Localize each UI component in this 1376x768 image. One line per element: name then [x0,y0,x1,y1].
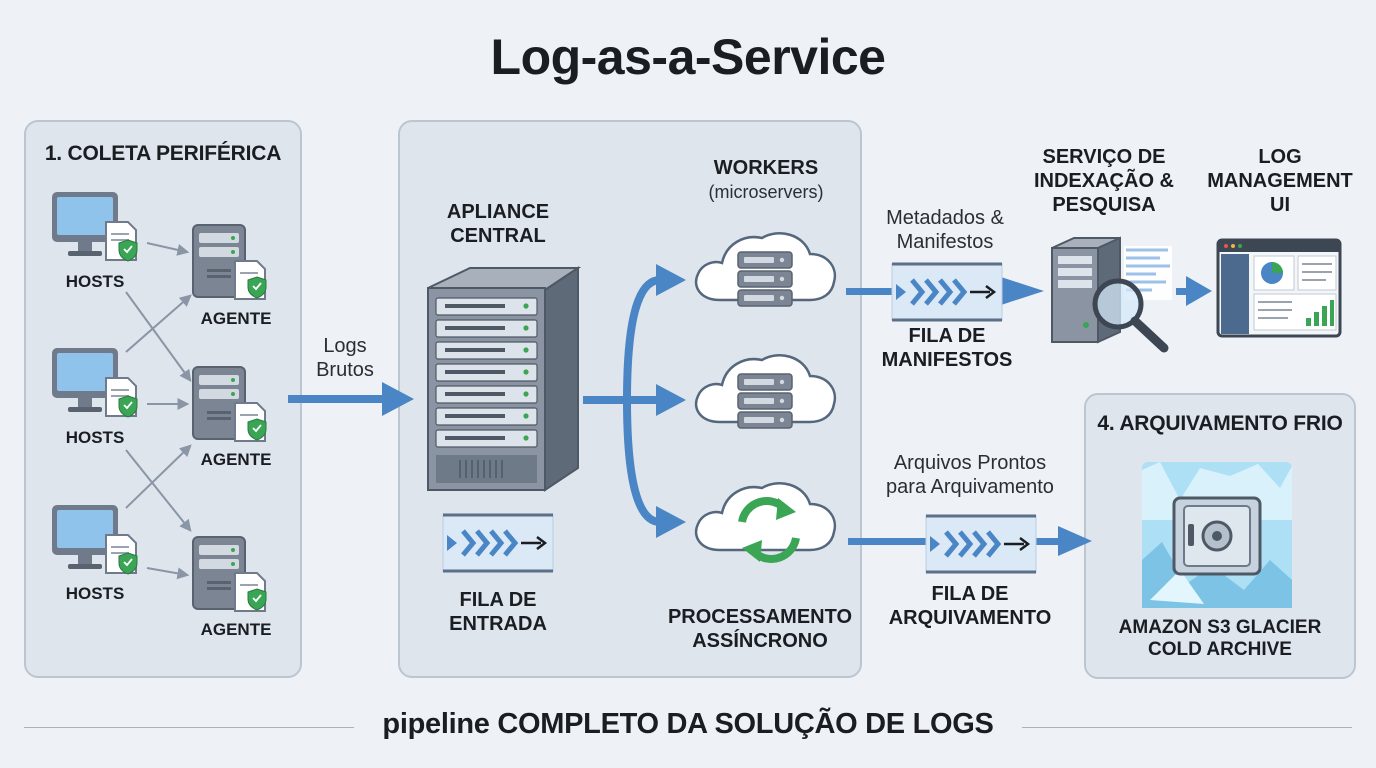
agent-server-icon-2 [192,366,267,442]
manifest-queue-label: FILA DE MANIFESTOS [876,324,1018,372]
indexing-server-icon [1051,236,1172,353]
agent-label-3: AGENTE [200,620,272,639]
manifest-note-line1: Metadados & [886,207,1004,229]
glacier-vault-icon [1142,462,1292,608]
agent-server-icon-1 [192,224,267,300]
manifest-note: Metadados & Manifestos [866,206,1024,254]
central-title: APLIANCE CENTRAL [428,200,568,248]
archive-note: Arquivos Prontos para Arquivamento [870,451,1070,499]
manifest-note-line2: Manifestos [896,231,994,253]
cold-archive-label-line2: COLD ARCHIVE [1148,638,1292,660]
processing-label: PROCESSAMENTO ASSÍNCRONO [660,605,860,653]
manifest-queue-label-line2: MANIFESTOS [881,349,1013,371]
indexing-label: SERVIÇO DE INDEXAÇÃO & PESQUISA [1024,145,1184,217]
worker-cloud-icon-1 [694,231,837,307]
archive-note-line1: Arquivos Prontos [893,452,1047,474]
input-queue-label-line1: FILA DE [459,589,537,611]
central-title-line2: CENTRAL [450,225,546,247]
footer-divider-right [1022,727,1352,728]
archive-note-line2: para Arquivamento [886,476,1054,498]
agent-server-icon-3 [192,536,267,612]
manifest-queue-icon [892,264,1002,320]
archive-queue-icon [926,516,1036,572]
host-monitor-icon-1 [51,191,138,262]
logs-note-line2: Brutos [316,359,374,381]
archive-queue-label: FILA DE ARQUIVAMENTO [880,582,1060,630]
processing-label-line1: PROCESSAMENTO [667,606,853,628]
ui-label-line2: MANAGEMENT [1207,170,1353,192]
logs-arrow-icon [288,382,414,416]
input-queue-icon [443,515,553,571]
archive-arrow-icon [848,526,1092,556]
input-queue-label-line2: ENTRADA [449,613,547,635]
workers-subtitle: (microservers) [708,182,824,202]
ui-label-line3: UI [1270,194,1290,216]
hosts-label-2: HOSTS [65,428,125,447]
hosts-label-1: HOSTS [65,272,125,291]
refresh-cycle-icon [738,497,800,563]
ui-label-line1: LOG [1258,146,1302,168]
indexing-label-line3: PESQUISA [1052,194,1156,216]
cold-archive-title: 4. ARQUIVAMENTO FRIO [1097,412,1343,435]
workers-title: WORKERS [713,157,819,179]
indexing-label-line1: SERVIÇO DE [1042,146,1166,168]
archive-queue-label-line2: ARQUIVAMENTO [888,607,1052,629]
agent-label-1: AGENTE [200,309,272,328]
agent-label-2: AGENTE [200,450,272,469]
indexing-label-line2: INDEXAÇÃO & [1033,170,1174,192]
hosts-label-3: HOSTS [65,584,125,603]
manifest-queue-label-line1: FILA DE [908,325,986,347]
cold-archive-label-line1: AMAZON S3 GLACIER [1118,617,1322,638]
processing-label-line2: ASSÍNCRONO [692,630,828,652]
logs-note-line1: Logs [323,335,367,357]
input-queue-label: FILA DE ENTRADA [438,588,558,636]
management-dashboard-icon [1216,238,1342,338]
central-server-icon [427,266,582,492]
footer-rest: COMPLETO DA SOLUÇÃO DE LOGS [497,708,994,740]
cold-archive-label: AMAZON S3 GLACIER COLD ARCHIVE [1092,617,1348,661]
host-monitor-icon-3 [51,504,138,575]
stage1-title: 1. COLETA PERIFÉRICA [44,142,282,165]
ui-label: LOG MANAGEMENT UI [1200,145,1360,217]
branch-arrows-icon [583,264,686,538]
worker-cloud-icon-2 [694,353,837,429]
diagram-title: Log-as-a-Service [490,29,886,85]
logs-note: Logs Brutos [300,334,390,382]
manifest-arrow-icon [846,276,1044,306]
footer-prefix: pipeline [382,708,490,740]
central-title-line1: APLIANCE [446,201,550,223]
footer-divider-left [24,727,354,728]
worker-cloud-icon-3 [694,481,837,552]
host-monitor-icon-2 [51,347,138,418]
host-agent-connectors [125,242,192,580]
footer-caption: pipeline COMPLETO DA SOLUÇÃO DE LOGS [354,708,1022,741]
archive-queue-label-line1: FILA DE [931,583,1009,605]
ui-arrow-icon [1176,276,1212,306]
